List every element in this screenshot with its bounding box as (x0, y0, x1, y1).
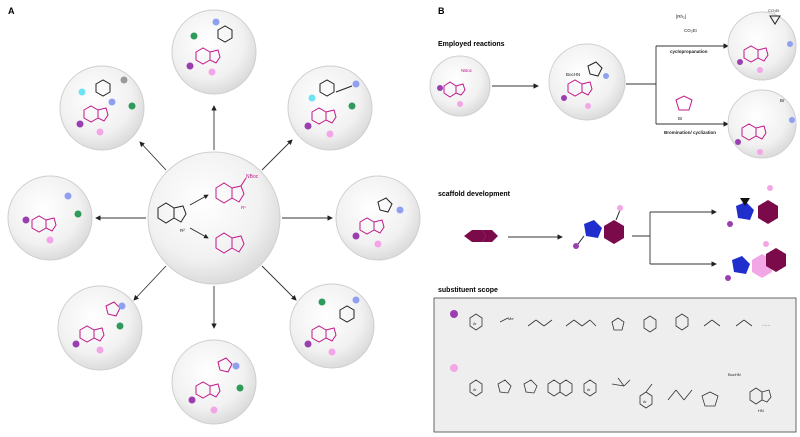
sphere-lower-right (289, 283, 375, 369)
reaction-branch (626, 43, 729, 127)
scaffold-product-top (727, 185, 778, 227)
product-bromo-sphere: Br (727, 89, 797, 159)
nbs-structure (675, 95, 693, 111)
panel-a-label: A (8, 6, 15, 16)
scope-title: substituent scope (438, 287, 498, 294)
scope-ar-3: Ar (587, 388, 591, 392)
reaction-intermediate-sphere: BocHN (548, 43, 626, 121)
scaffold-branch (632, 209, 717, 267)
scope-row-1 (469, 313, 753, 333)
start-nboc-label: NBoc (461, 68, 473, 73)
sphere-right (335, 175, 421, 261)
diazo-reagent: CO₂Et (684, 28, 697, 33)
reactions-title: Employed reactions (438, 41, 505, 48)
reaction-start-sphere: NBoc (429, 55, 491, 117)
sphere-top (171, 9, 257, 95)
radial-arrows (95, 105, 333, 329)
scope-tail: ...... (762, 322, 770, 328)
scope-r1-marker (450, 310, 458, 318)
scaffold-title: scaffold development (438, 191, 511, 198)
scope-ar-2: Ar (473, 388, 477, 392)
product-co2et: CO₂Et (768, 8, 780, 13)
br-reagent: Br (678, 116, 683, 121)
diazo-bottom-structure (215, 232, 245, 254)
scope-me: Me (508, 316, 514, 321)
sphere-left (7, 175, 93, 261)
scope-ar-4: Ar (643, 400, 647, 404)
sphere-bottom (171, 339, 257, 425)
product-cyclopropane-sphere: CO₂Et (727, 8, 797, 81)
rh-reagent: [Rh₂] (676, 14, 686, 19)
cyclopropanation-label: cyclopropanation (670, 49, 708, 54)
center-sphere: NBoc R¹ R² (147, 151, 281, 285)
scope-row-2 (469, 377, 772, 409)
scope-box (433, 297, 797, 433)
ketimine-top-structure (215, 177, 247, 204)
scope-ar-1: Ar (473, 322, 477, 326)
isatin-structure (157, 202, 187, 224)
r1-label: R¹ (241, 205, 246, 210)
panel-b-label: B (438, 6, 445, 16)
nboc-label: NBoc (246, 174, 259, 180)
scaffold-intermediate (573, 205, 624, 249)
scope-bochn: BocHN (728, 372, 741, 377)
sphere-upper-left (59, 65, 145, 151)
r2-label: R² (180, 228, 185, 233)
sphere-lower-left (57, 285, 143, 371)
scope-r2-marker (450, 364, 458, 372)
bromination-label: Bromination/ cyclization (664, 130, 716, 135)
sphere-upper-right (287, 65, 373, 151)
scope-hn: HN (758, 408, 764, 413)
scaffold-start (464, 230, 498, 242)
product-br: Br (780, 98, 785, 103)
intermediate-bochn: BocHN (566, 72, 580, 77)
scaffold-product-bottom (725, 241, 786, 281)
